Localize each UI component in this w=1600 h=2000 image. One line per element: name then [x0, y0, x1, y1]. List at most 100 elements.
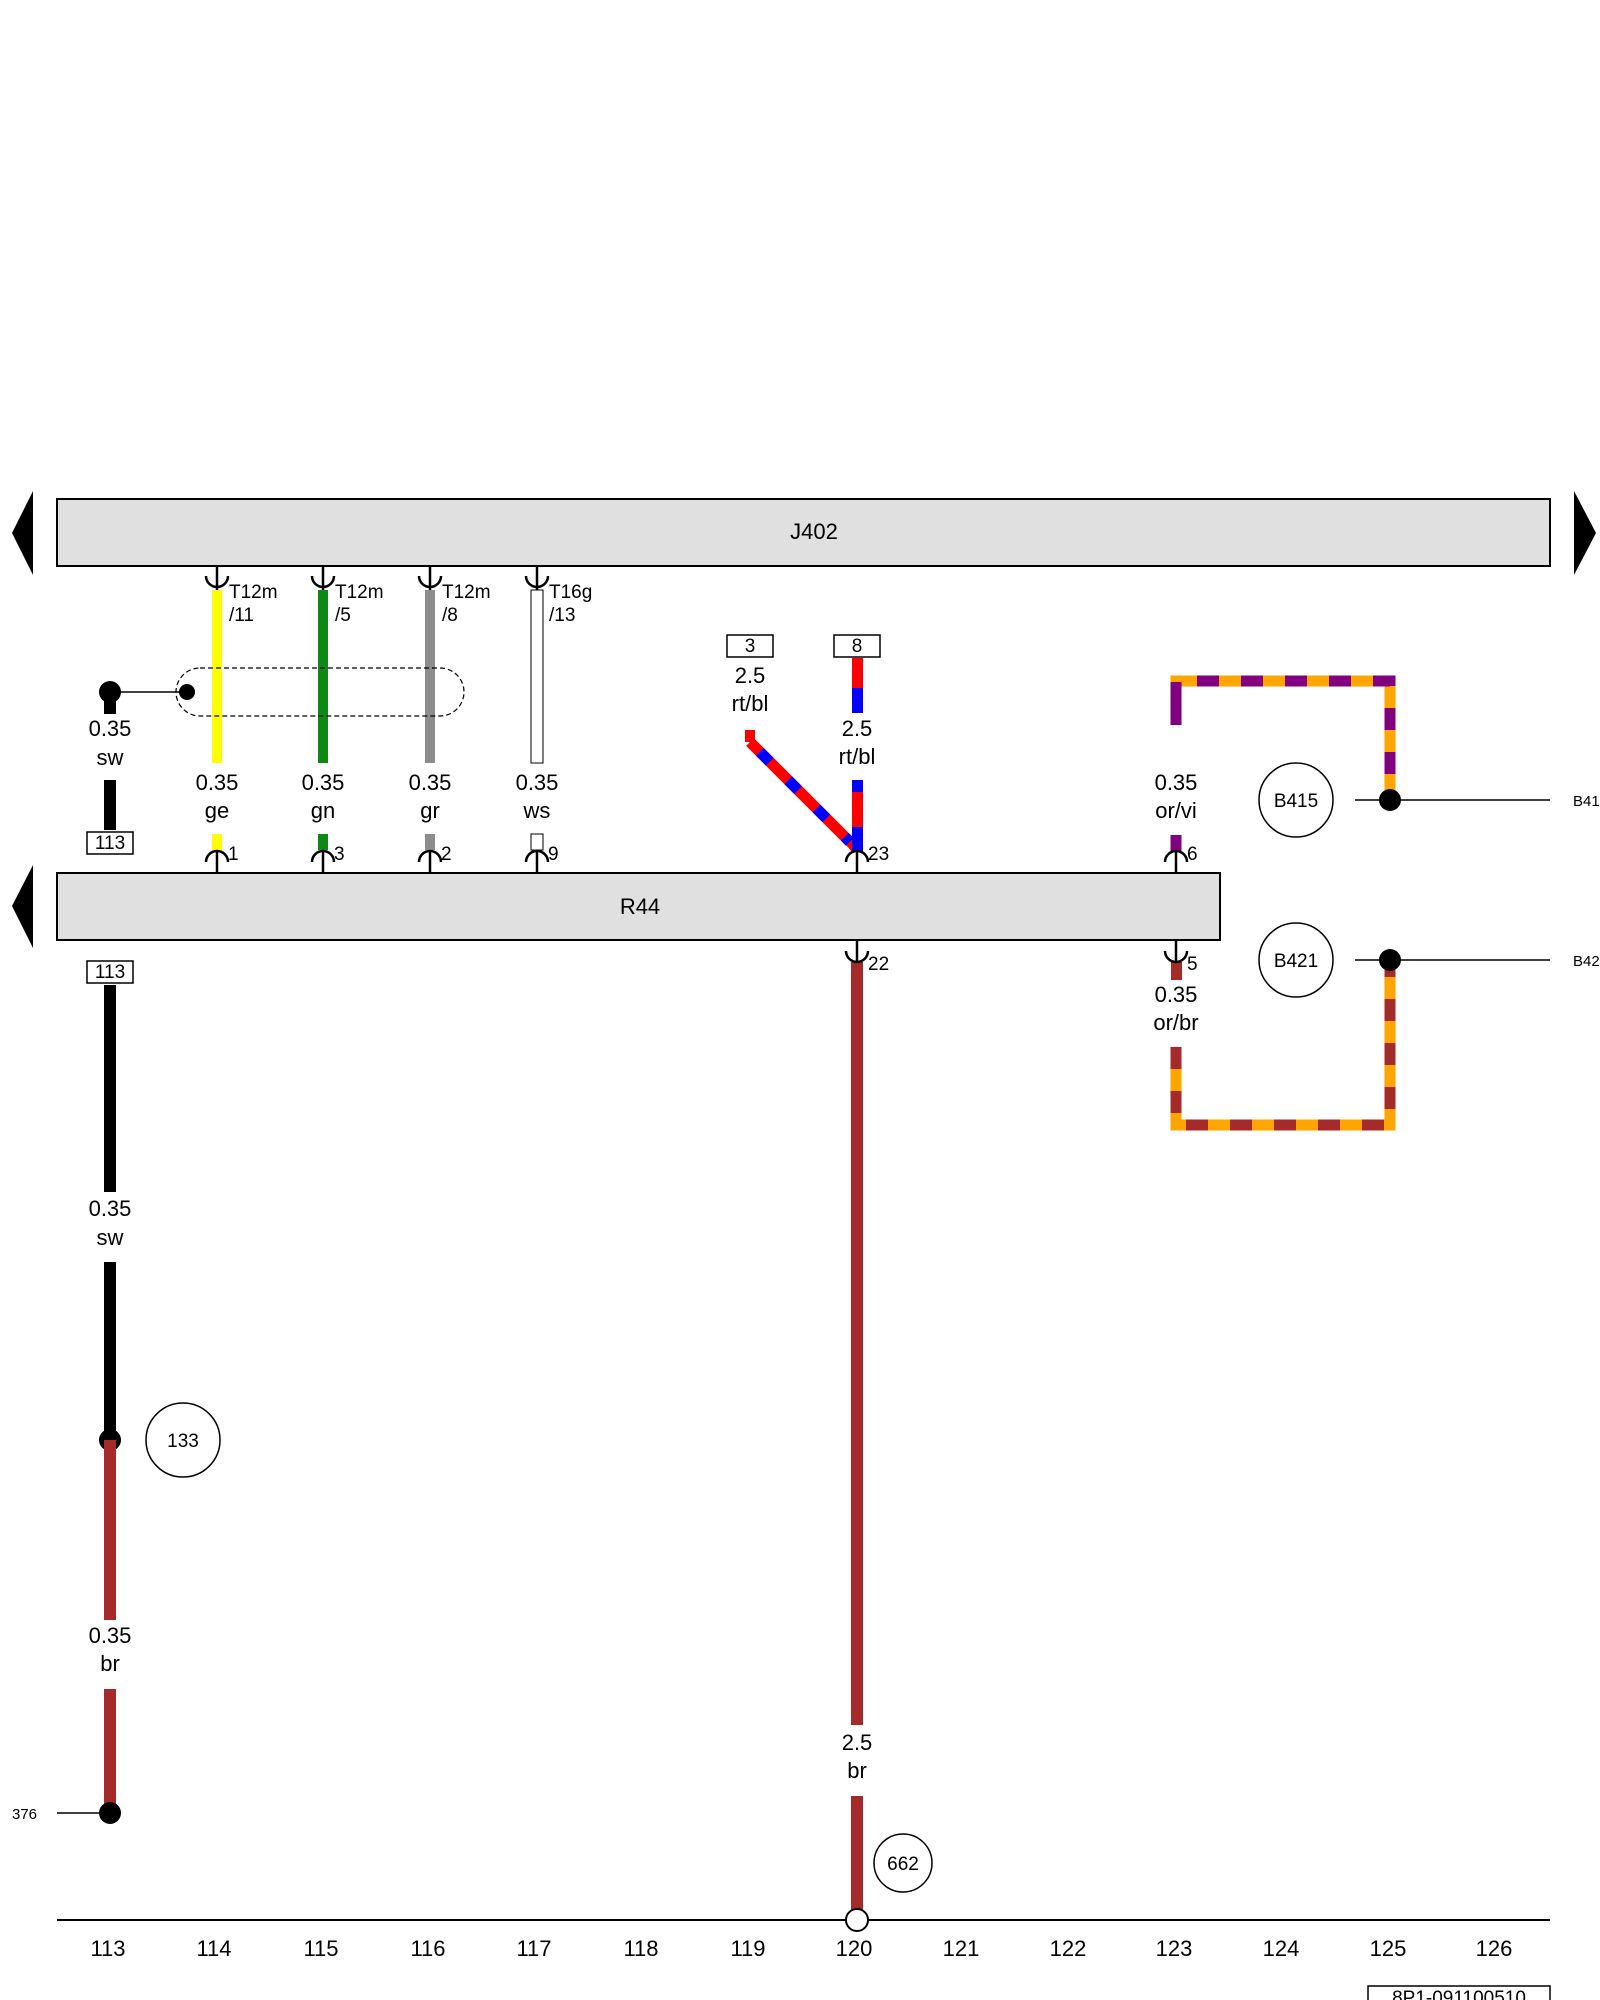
svg-text:8: 8: [852, 636, 863, 657]
plug-t12m-11-name: T12m: [229, 582, 278, 603]
pin-symbols-top: [204, 567, 550, 590]
connector-b415-line: [1355, 789, 1550, 811]
plug-t12m-5-name: T12m: [335, 582, 384, 603]
grid-126: 126: [1476, 1936, 1513, 1961]
wire-ws-upper: [530, 589, 544, 764]
ground-662-label: 662: [873, 1833, 933, 1893]
module-j402: J402: [56, 498, 1551, 567]
r44-pin-1: 1: [228, 844, 239, 865]
grid-113: 113: [90, 1936, 125, 1961]
wire-ge-gauge: 0.35: [196, 770, 239, 795]
r44-pin-9: 9: [548, 844, 559, 865]
grid-123: 123: [1156, 1936, 1193, 1961]
wire-br-main-1: [851, 962, 863, 1725]
wire-gn-lower: [318, 834, 328, 850]
cable-shield: [99, 667, 465, 717]
grid-114: 114: [196, 1936, 231, 1961]
wire-sw-top-gauge: 0.35: [89, 716, 132, 741]
grid-numbers: 113 114 115 116 117 118 119 120 121 122 …: [90, 1936, 1512, 1961]
wire-br-left-2: [104, 1689, 116, 1813]
ref-box-8: 8: [833, 634, 881, 658]
wire-br-main-color: br: [847, 1758, 867, 1783]
wire-sw-bottom-gauge: 0.35: [89, 1196, 132, 1221]
wire-sw-bottom-1: [104, 985, 116, 1192]
grid-122: 122: [1050, 1936, 1087, 1961]
splice-133-label: 133: [145, 1402, 221, 1478]
module-r44: R44: [56, 872, 1221, 941]
r44-pin-6: 6: [1187, 844, 1198, 865]
splice-376: [99, 1802, 121, 1824]
r44-pin-22: 22: [868, 954, 889, 975]
r44-pin-2: 2: [441, 844, 452, 865]
connector-b421: B421: [1258, 922, 1334, 998]
plug-t16g-13-pin: /13: [549, 605, 575, 626]
grid-117: 117: [516, 1936, 551, 1961]
plug-t12m-8-pin: /8: [442, 605, 458, 626]
plug-t12m-5-pin: /5: [335, 605, 351, 626]
wire-gn-gauge: 0.35: [302, 770, 345, 795]
grid-125: 125: [1370, 1936, 1407, 1961]
wire-orvi-color: or/vi: [1155, 798, 1197, 823]
wire-orvi-mask: [1150, 725, 1205, 835]
edge-ref-b41: B41: [1573, 793, 1600, 810]
wire-rtbl-3-gauge: 2.5: [735, 663, 766, 688]
svg-text:113: 113: [95, 833, 125, 854]
footer-code-box: 8P1-091100510: [1367, 1985, 1551, 2000]
wire-gr-gauge: 0.35: [409, 770, 452, 795]
grid-124: 124: [1263, 1936, 1300, 1961]
left-arrow-top-icon: [12, 491, 33, 575]
pin-symbols-r44-top: [204, 849, 1189, 872]
wire-sw-bottom-color: sw: [97, 1225, 124, 1250]
wire-sw-top-stub: [104, 692, 116, 714]
wire-br-main-2: [851, 1796, 863, 1910]
r44-pin-3: 3: [334, 844, 345, 865]
grid-119: 119: [730, 1936, 765, 1961]
pin-symbols-r44-bottom: [844, 941, 1189, 964]
wire-ge-lower: [212, 834, 222, 850]
wire-ge-upper: [212, 590, 222, 763]
ref-box-3: 3: [726, 634, 774, 658]
wire-br-left-gauge: 0.35: [89, 1623, 132, 1648]
wire-ws-lower: [530, 833, 544, 851]
wire-sw-top-color: sw: [97, 745, 124, 770]
right-arrow-top-icon: [1574, 491, 1596, 575]
connector-b415: B415: [1258, 762, 1334, 838]
wire-sw-bottom-2: [104, 1262, 116, 1440]
edge-ref-376: 376: [12, 1806, 37, 1823]
svg-text:B421: B421: [1274, 951, 1318, 972]
ref-box-113-bottom: 113: [86, 960, 134, 984]
wire-br-left-1: [104, 1440, 116, 1620]
wire-gr-color: gr: [420, 798, 440, 823]
wire-ws-color: ws: [523, 798, 551, 823]
svg-text:3: 3: [745, 636, 756, 657]
wire-gr-lower: [425, 834, 435, 850]
r44-pin-23: 23: [868, 844, 889, 865]
edge-ref-b42: B42: [1573, 953, 1600, 970]
wire-gn-color: gn: [311, 798, 335, 823]
wire-ge-color: ge: [205, 798, 229, 823]
plug-t12m-11-pin: /11: [229, 605, 254, 626]
wire-rtbl-3-color: rt/bl: [732, 691, 769, 716]
wire-ws-gauge: 0.35: [516, 770, 559, 795]
wire-orbr-loop: [1170, 960, 1396, 1131]
ground-point: [845, 1908, 869, 1932]
connector-b421-line: [1355, 949, 1550, 971]
plug-t16g-13-name: T16g: [549, 582, 592, 603]
grid-116: 116: [410, 1936, 445, 1961]
wire-br-left-color: br: [100, 1651, 120, 1676]
module-r44-label: R44: [620, 894, 660, 919]
svg-text:B415: B415: [1274, 791, 1318, 812]
footer-code: 8P1-091100510: [1392, 1988, 1526, 2000]
ref-box-113-top: 113: [86, 831, 134, 855]
grid-115: 115: [303, 1936, 338, 1961]
grid-120: 120: [836, 1936, 873, 1961]
plug-t12m-8-name: T12m: [442, 582, 491, 603]
r44-pin-5: 5: [1187, 954, 1198, 975]
svg-text:662: 662: [887, 1854, 919, 1875]
wire-orbr-gauge: 0.35: [1155, 982, 1198, 1007]
wire-gn-upper: [318, 590, 328, 763]
wire-orbr-stub: [1171, 962, 1182, 980]
wire-rtbl-vertical: [852, 658, 863, 852]
wire-sw-top: [104, 780, 116, 830]
